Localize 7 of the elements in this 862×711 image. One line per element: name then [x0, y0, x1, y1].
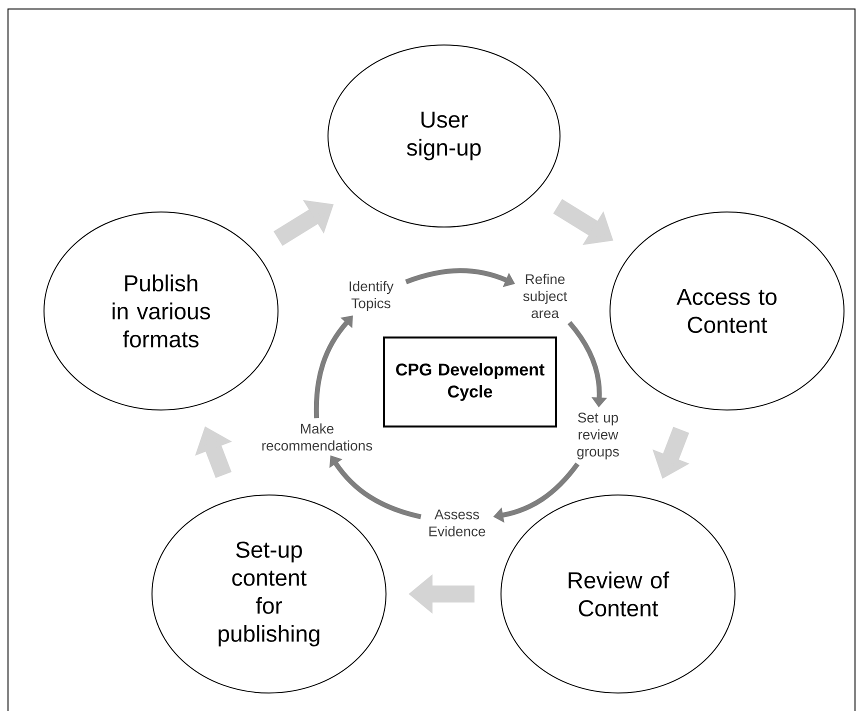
step-label: Identify Topics	[350, 280, 394, 312]
step-label: Assess Evidence	[429, 510, 486, 536]
step-label: Refine subject area	[523, 274, 568, 318]
step-label: Make recommendations	[262, 423, 372, 451]
curved-arrow	[314, 316, 353, 418]
title-box: CPG Development Cycle	[383, 336, 557, 428]
step-label: Set up review groups	[577, 412, 619, 460]
